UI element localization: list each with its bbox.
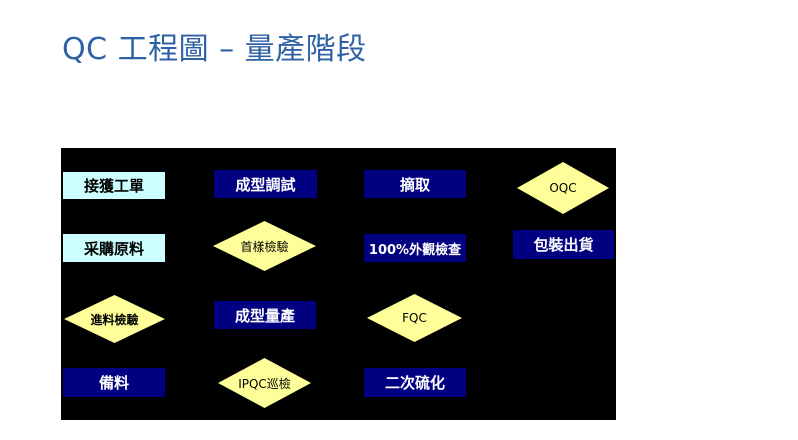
decision-oqc: OQC <box>517 162 609 214</box>
step-full-visual-inspection: 100%外觀檢查 <box>364 234 466 262</box>
slide-title: QC 工程圖 – 量產階段 <box>62 32 367 67</box>
decision-label: FQC <box>402 311 427 325</box>
step-pack-and-ship: 包裝出貨 <box>513 230 614 259</box>
diamond-shape <box>213 221 316 271</box>
decision-fqc: FQC <box>367 294 462 342</box>
decision-label: 進料檢驗 <box>90 312 139 327</box>
step-receive-work-order: 接獲工單 <box>63 172 165 199</box>
decision-label: 首樣檢驗 <box>240 239 289 254</box>
step-mass-molding: 成型量產 <box>214 301 316 329</box>
decision-first-article-inspection: 首樣檢驗 <box>213 221 316 271</box>
decision-ipqc-patrol: IPQC巡檢 <box>218 358 311 408</box>
flowchart-panel: 接獲工單 采購原料 進料檢驗 備料 成型調試 首樣檢驗 成型量產 IPQC巡檢 … <box>61 148 616 420</box>
decision-incoming-inspection: 進料檢驗 <box>64 295 165 343</box>
decision-label: IPQC巡檢 <box>238 376 291 391</box>
decision-label: OQC <box>549 181 577 195</box>
step-molding-trial: 成型調試 <box>214 170 317 198</box>
diamond-shape <box>64 295 165 343</box>
step-purchase-materials: 采購原料 <box>63 234 165 262</box>
step-material-prep: 備料 <box>63 368 165 397</box>
diamond-shape <box>367 294 462 342</box>
diamond-shape <box>218 358 311 408</box>
step-pick: 摘取 <box>364 170 466 198</box>
step-secondary-vulcanization: 二次硫化 <box>364 368 466 397</box>
diamond-shape <box>517 162 609 214</box>
